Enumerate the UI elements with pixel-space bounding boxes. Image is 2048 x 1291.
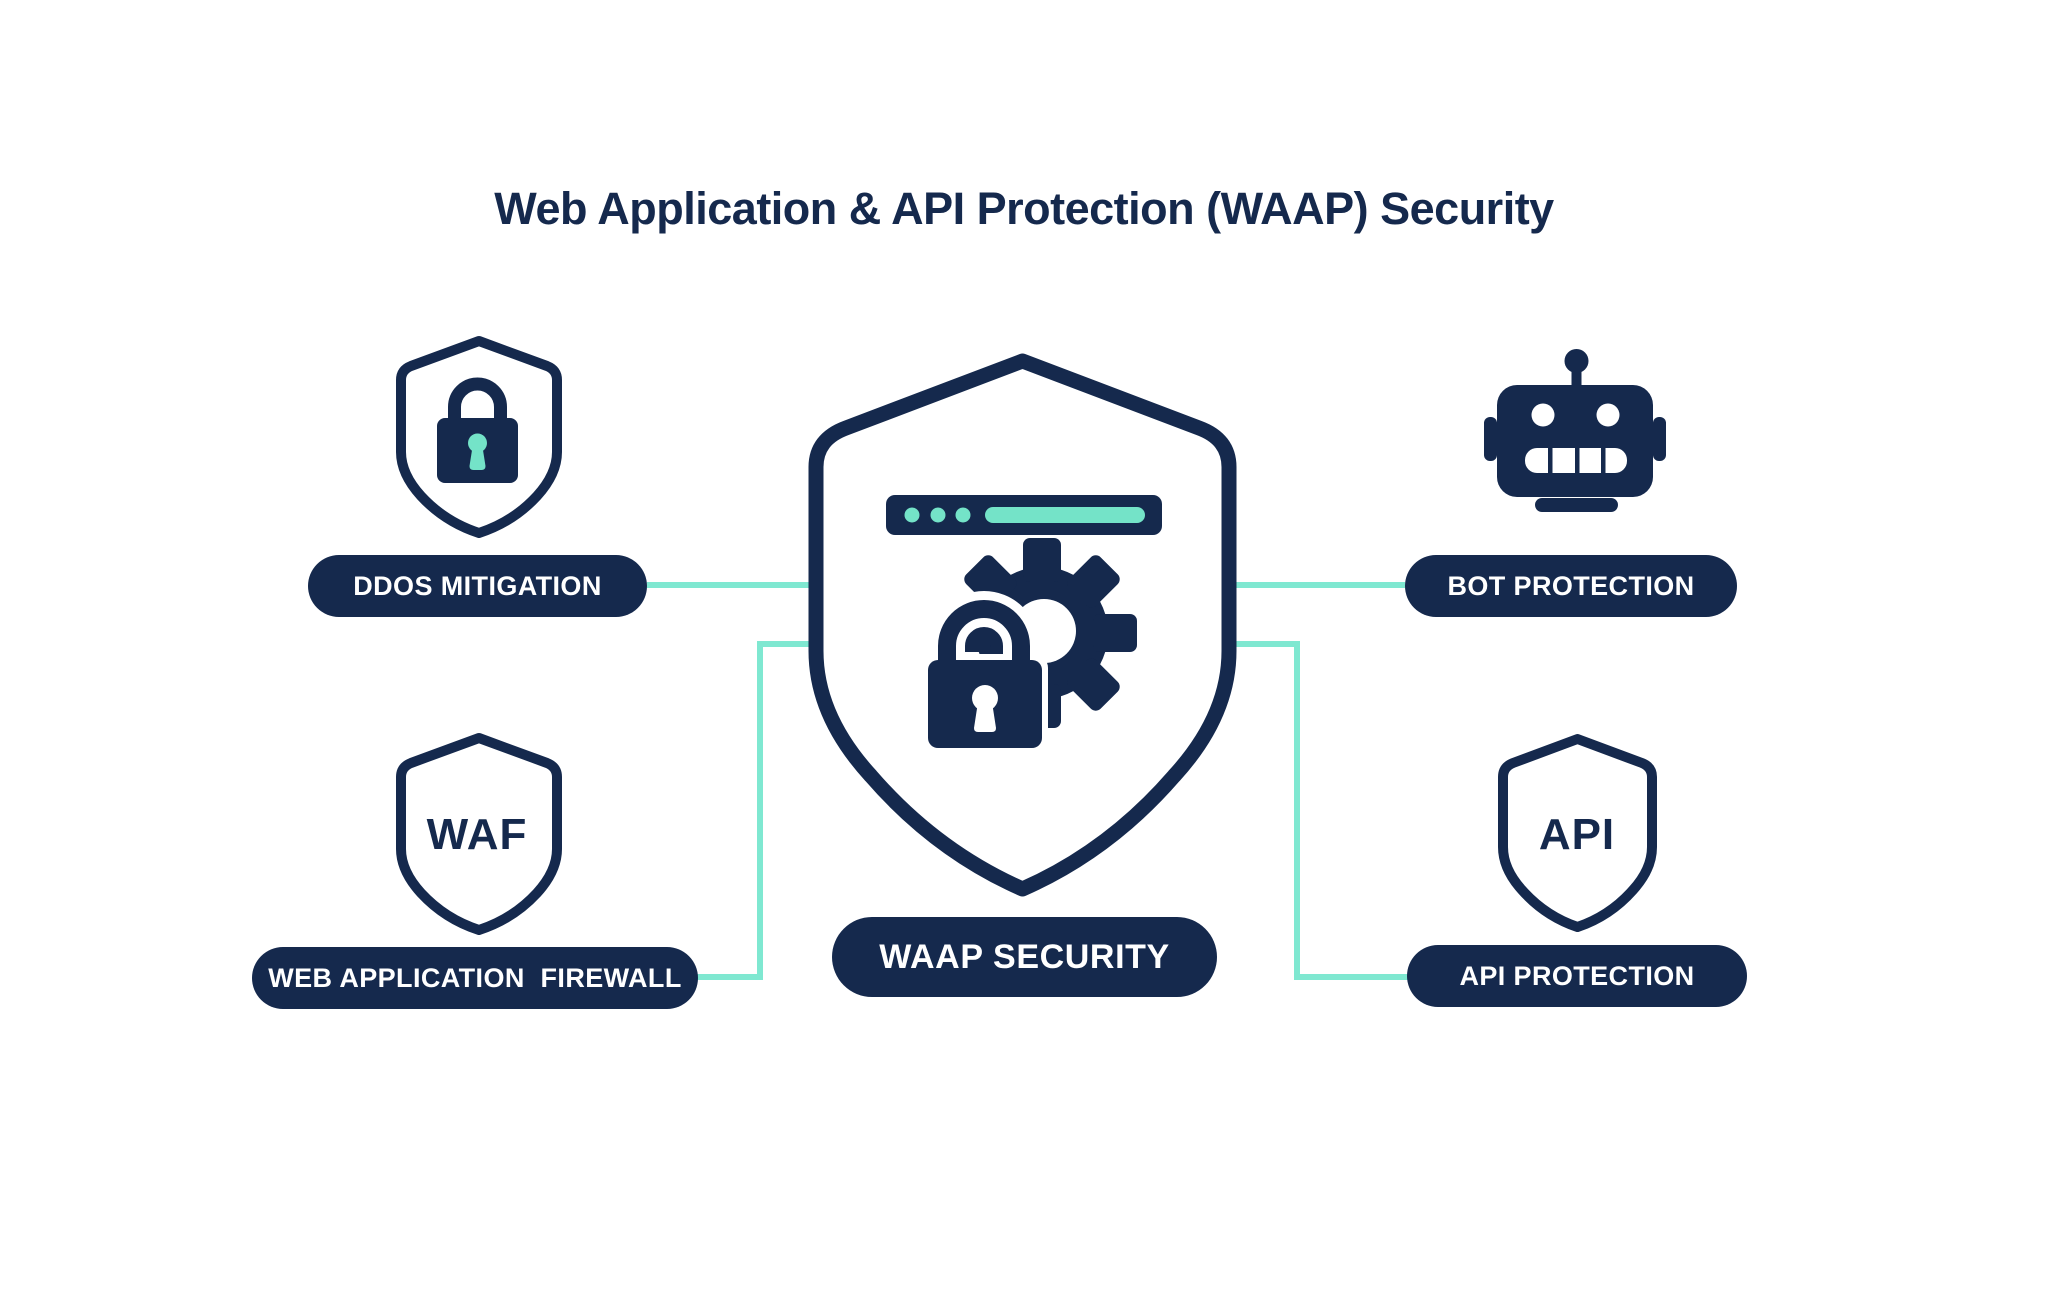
robot-mouth [1525, 448, 1627, 473]
keyhole-icon [468, 433, 487, 470]
ddos-shield-lock-icon [396, 336, 562, 538]
waf-shield-text: WAF [426, 810, 528, 859]
api-shield-text: API [1538, 810, 1616, 859]
waap-security-label: WAAP SECURITY [879, 937, 1170, 976]
connector-waf-to-hub [694, 641, 817, 980]
web-application-firewall-label: WEB APPLICATION FIREWALL [268, 962, 682, 993]
bot-protection-label: BOT PROTECTION [1447, 570, 1695, 601]
bot-protection-pill: BOT PROTECTION [1405, 555, 1737, 617]
waf-shield-icon [396, 733, 562, 935]
robot-icon [1484, 349, 1666, 512]
waap-security-pill: WAAP SECURITY [832, 917, 1217, 997]
api-protection-pill: API PROTECTION [1407, 945, 1747, 1007]
api-protection-label: API PROTECTION [1459, 960, 1695, 991]
browser-bar-icon [886, 495, 1162, 535]
ddos-mitigation-label: DDOS MITIGATION [353, 570, 602, 601]
padlock-icon [922, 591, 1048, 754]
web-application-firewall-pill: WEB APPLICATION FIREWALL [252, 947, 698, 1009]
hub-shield-icon [808, 353, 1237, 897]
page-title: Web Application & API Protection (WAAP) … [494, 183, 1554, 234]
ddos-mitigation-pill: DDOS MITIGATION [308, 555, 647, 617]
connector-hub-to-api [1228, 641, 1410, 980]
keyhole-icon [972, 685, 998, 732]
api-shield-icon [1498, 734, 1657, 932]
connector-lines [647, 582, 1410, 980]
